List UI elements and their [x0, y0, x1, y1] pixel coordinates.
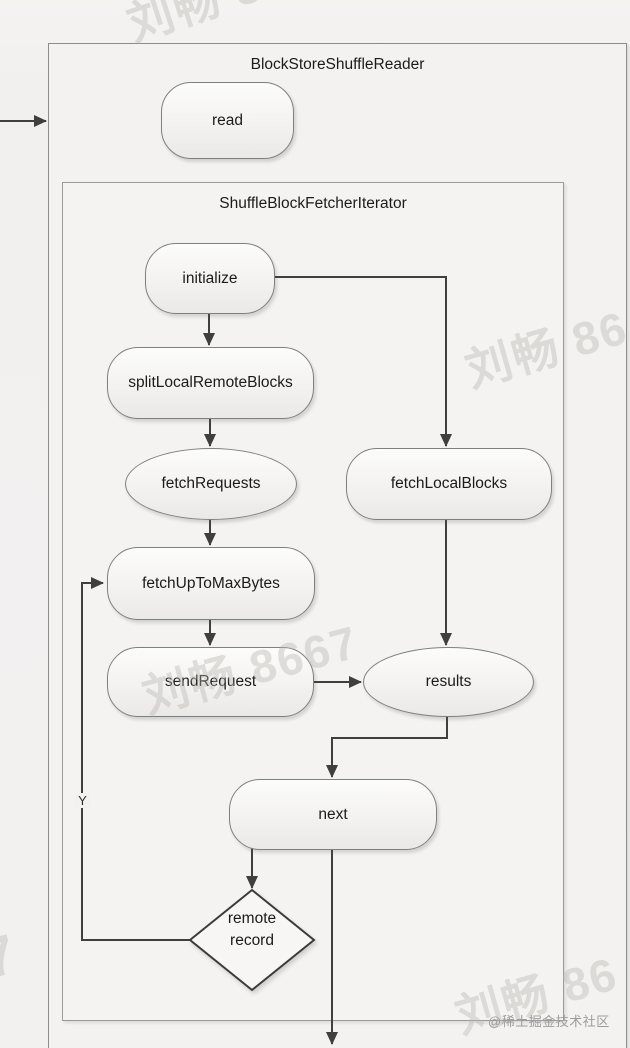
node-initialize: initialize [145, 243, 275, 314]
arrow-remote-record-loop-to-fetchuptomaxbytes [81, 577, 190, 941]
node-initialize-label: initialize [182, 269, 238, 287]
arrow-initialize-to-fetchlocalblocks [273, 276, 452, 447]
inner-box-title: ShuffleBlockFetcherIterator [219, 195, 407, 212]
node-fetchuptomaxbytes-label: fetchUpToMaxBytes [142, 574, 280, 592]
node-splitlocalremoteblocks-label: splitLocalRemoteBlocks [128, 374, 293, 391]
decision-remote-record-label: remote record [200, 908, 304, 952]
outer-box-title: BlockStoreShuffleReader [250, 56, 425, 73]
node-read: read [161, 82, 294, 159]
decision-remote-record-line1: remote [227, 910, 277, 927]
decision-remote-record-line2: record [230, 932, 274, 949]
node-read-label: read [211, 111, 244, 129]
node-results-label: results [425, 673, 472, 690]
node-fetchlocalblocks-label: fetchLocalBlocks [390, 475, 508, 492]
community-credit: @稀土掘金技术社区 [488, 1014, 610, 1029]
node-fetchrequests: fetchRequests [125, 448, 297, 520]
node-splitlocalremoteblocks: splitLocalRemoteBlocks [107, 347, 314, 419]
node-sendrequest: sendRequest [107, 647, 314, 717]
edge-label-yes: Y [74, 793, 91, 808]
node-fetchrequests-label: fetchRequests [161, 475, 261, 492]
node-next-label: next [318, 805, 348, 823]
node-fetchlocalblocks: fetchLocalBlocks [346, 448, 552, 520]
decision-remote-record-shape [188, 888, 316, 992]
arrow-results-to-next [326, 715, 448, 778]
node-results: results [363, 647, 534, 717]
node-fetchuptomaxbytes: fetchUpToMaxBytes [107, 547, 315, 620]
node-next: next [229, 779, 437, 850]
node-sendrequest-label: sendRequest [164, 673, 257, 690]
